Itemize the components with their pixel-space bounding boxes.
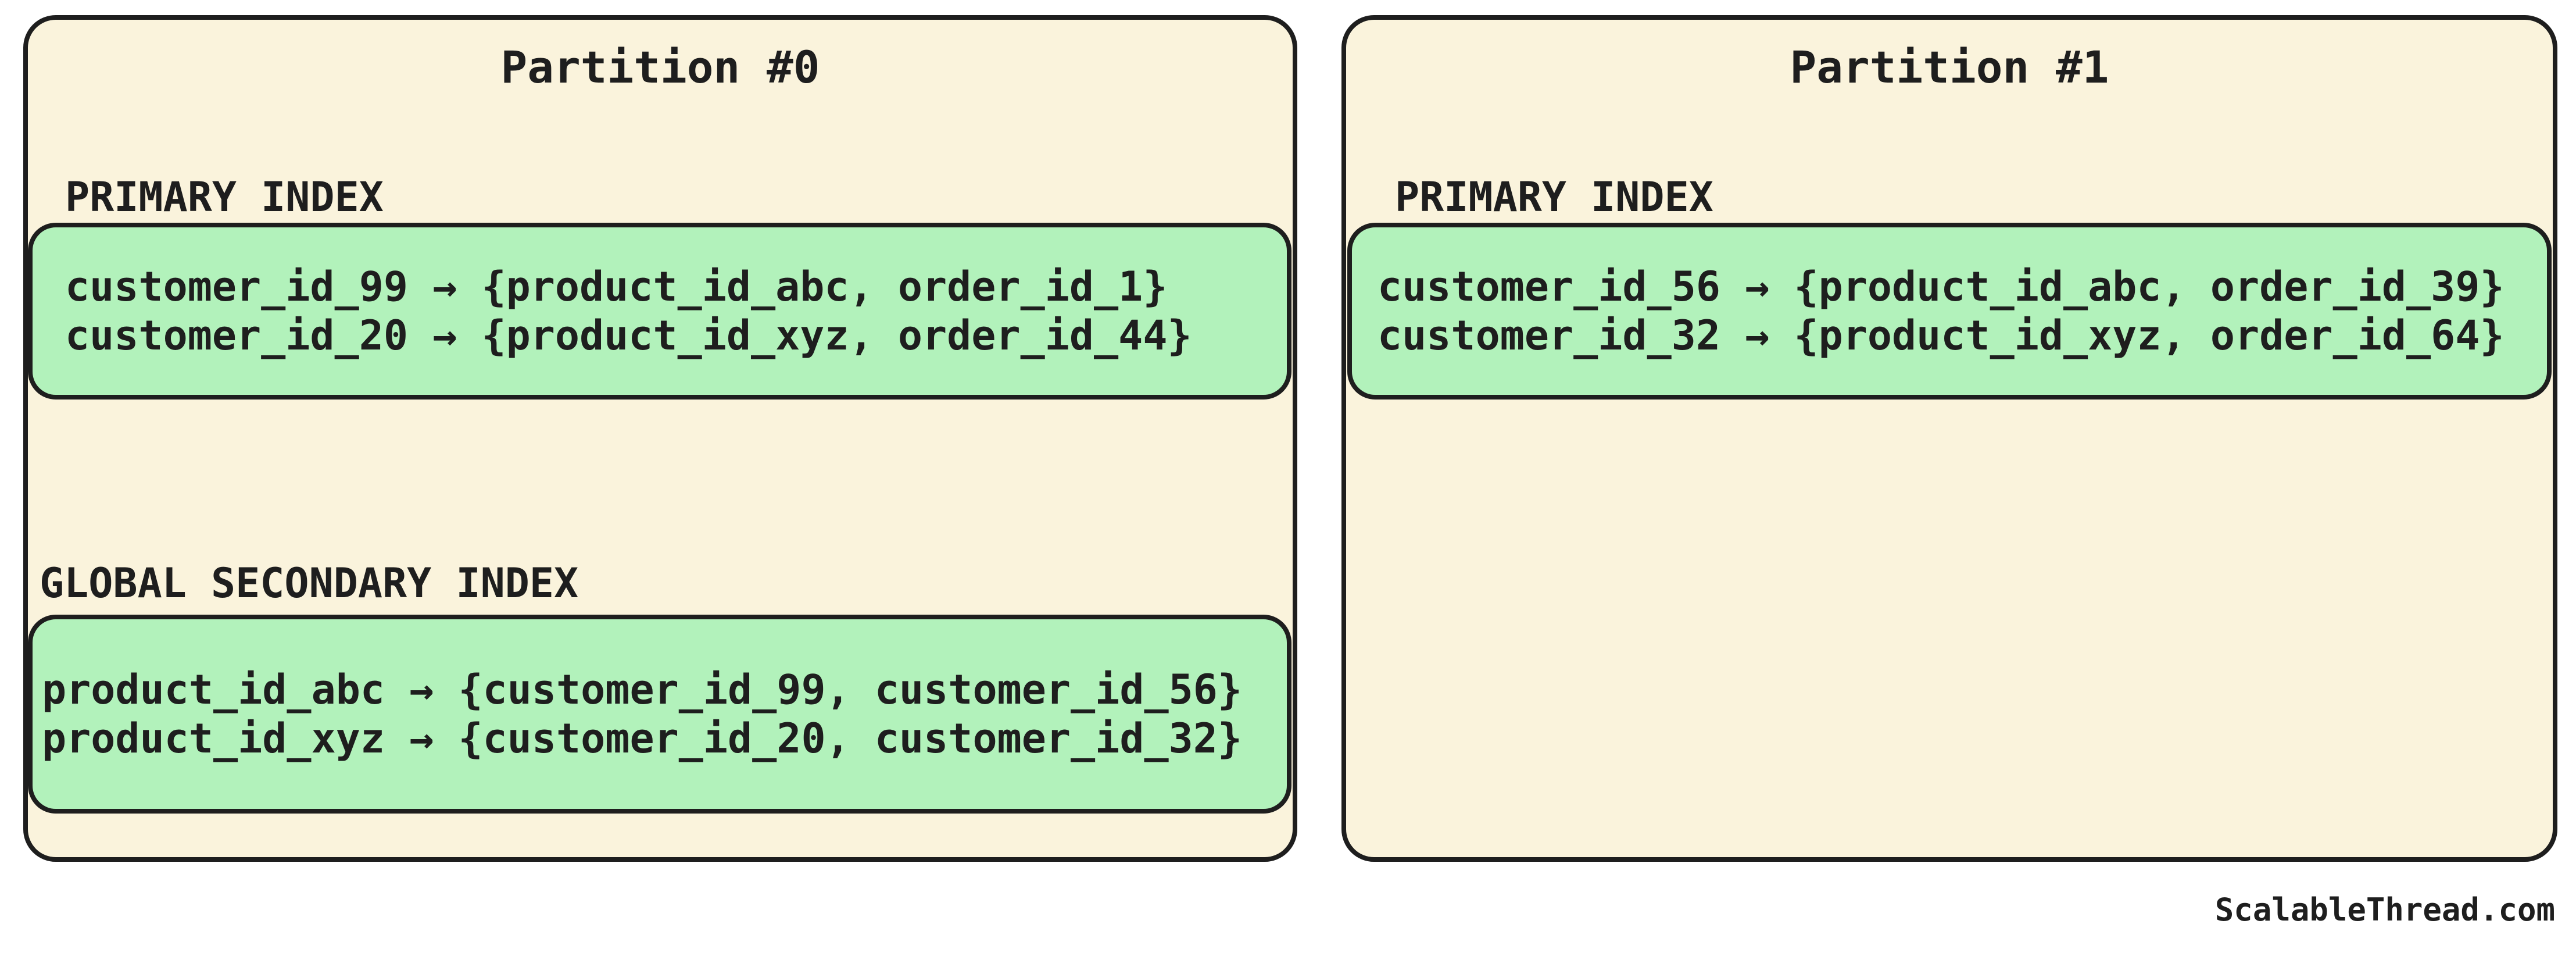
watermark-text: ScalableThread.com — [2214, 891, 2555, 928]
index-entry: product_id_xyz → {customer_id_20, custom… — [42, 715, 1243, 762]
partition-0-title: Partition #0 — [500, 41, 820, 93]
partition-0-global-secondary-index-box: product_id_abc → {customer_id_99, custom… — [28, 615, 1291, 814]
partition-1-primary-index-box: customer_id_56 → {product_id_abc, order_… — [1347, 223, 2552, 399]
index-entry: customer_id_32 → {product_id_xyz, order_… — [1378, 312, 2505, 359]
partition-1-box: Partition #1 PRIMARY INDEX customer_id_5… — [1341, 15, 2557, 862]
index-entry: customer_id_99 → {product_id_abc, order_… — [65, 263, 1168, 311]
partition-0-global-secondary-index-label: GLOBAL SECONDARY INDEX — [40, 559, 579, 607]
partition-0-primary-index-label: PRIMARY INDEX — [65, 173, 384, 221]
partition-1-title: Partition #1 — [1790, 41, 2109, 93]
partition-0-box: Partition #0 PRIMARY INDEX customer_id_9… — [23, 15, 1297, 862]
partition-0-primary-index-box: customer_id_99 → {product_id_abc, order_… — [28, 223, 1291, 399]
index-entry: product_id_abc → {customer_id_99, custom… — [42, 666, 1243, 714]
partition-1-primary-index-label: PRIMARY INDEX — [1395, 173, 1713, 221]
index-entry: customer_id_56 → {product_id_abc, order_… — [1378, 263, 2505, 311]
index-entry: customer_id_20 → {product_id_xyz, order_… — [65, 312, 1192, 359]
